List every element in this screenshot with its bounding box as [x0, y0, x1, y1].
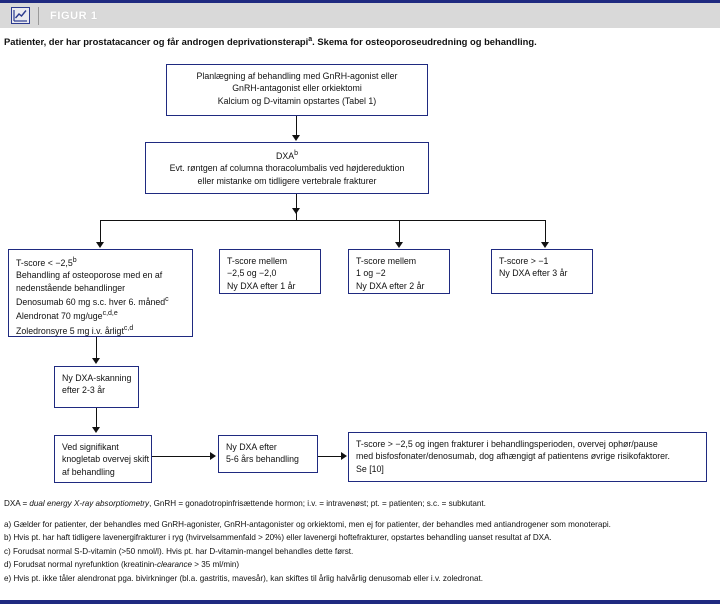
tscore4-line-2: Ny DXA efter 3 år — [499, 268, 568, 279]
flow-box-significant-bone-loss: Ved signifikant knogletab overvej skift … — [54, 435, 152, 483]
connector-newdxa-to-final — [318, 456, 342, 458]
caption-text-after: . Skema for osteoporoseudredning og beha… — [312, 36, 537, 48]
alendronat-text: Alendronat 70 mg/uge — [16, 311, 103, 322]
footnotes: DXA = dual energy X-ray absorptiometry, … — [4, 497, 718, 586]
arrow-rescan-to-significant — [91, 427, 100, 433]
drop-to-tscore3 — [399, 220, 401, 244]
figure-header: FIGUR 1 — [0, 0, 720, 28]
connector-planning-to-dxa — [296, 116, 298, 136]
arrow-to-tscore4 — [541, 242, 549, 248]
arrow-planning-to-dxa — [291, 135, 300, 141]
flow-box-final-recommendation: T-score > −2,5 og ingen frakturer i beha… — [348, 432, 707, 482]
tscore1-superscript: b — [72, 257, 77, 264]
rescan-line-2: efter 2-3 år — [62, 385, 106, 396]
caption-superscript: a — [308, 36, 313, 43]
footnote-e: e) Hvis pt. ikke tåler alendronat pga. b… — [4, 573, 483, 583]
newdxa-line-1: Ny DXA efter — [226, 442, 277, 452]
tscore1-line-2: Behandling af osteoporose med en af — [16, 270, 163, 281]
flow-box-rescan: Ny DXA-skanning efter 2-3 år — [54, 366, 139, 408]
definition-italic: dual energy X-ray absorptiometry — [29, 499, 150, 508]
arrow-significant-to-newdxa — [210, 451, 216, 460]
tscore4-line-1: T-score > −1 — [499, 256, 549, 266]
definition-part-b: , GnRH = gonadotropinfrisættende hormon;… — [149, 499, 486, 508]
line-chart-icon — [11, 7, 30, 24]
footnote-d-italic: clearance — [156, 560, 193, 570]
connector-dxa-down — [296, 194, 298, 220]
significant-line-1: Ved signifikant — [62, 442, 119, 452]
header-divider — [38, 6, 39, 25]
denosumab-superscript: c — [165, 296, 169, 304]
dxa-superscript: b — [294, 150, 298, 157]
tscore1-line-4: Denosumab 60 mg s.c. hver 6. månedc — [16, 294, 185, 308]
tscore1-line-3: nedenstående behandlinger — [16, 282, 126, 293]
final-line-2: med bisfosfonater/denosumab, dog afhængi… — [356, 451, 670, 462]
footnote-d-after: > 35 ml/min) — [192, 560, 240, 570]
tscore1-line-6: Zoledronsyre 5 mg i.v. årligtc,d — [16, 323, 185, 337]
tscore2-line-2: −2,5 og −2,0 — [227, 268, 277, 279]
flow-box-tscore-above-minus-1: T-score > −1 Ny DXA efter 3 år — [491, 249, 593, 294]
flow-box-tscore-2-5-to-2-0: T-score mellem −2,5 og −2,0 Ny DXA efter… — [219, 249, 321, 294]
flow-box-tscore-1-to-2: T-score mellem 1 og −2 Ny DXA efter 2 år — [348, 249, 450, 294]
newdxa-line-2: 5-6 års behandling — [226, 454, 299, 465]
tscore3-line-3: Ny DXA efter 2 år — [356, 280, 425, 291]
zoledronsyre-text: Zoledronsyre 5 mg i.v. årligt — [16, 325, 124, 336]
definition-part-a: DXA = — [4, 499, 30, 508]
denosumab-text: Denosumab 60 mg s.c. hver 6. måned — [16, 297, 166, 308]
rescan-line-1: Ny DXA-skanning — [62, 373, 132, 383]
dxa-line-1: DXAb — [153, 148, 421, 162]
footnote-c: c) Forudsat normal S-D-vitamin (>50 nmol… — [4, 546, 354, 556]
dxa-title: DXA — [276, 150, 295, 161]
footnote-d-before: d) Forudsat normal nyrefunktion (kreatin… — [4, 560, 157, 570]
connector-significant-to-newdxa — [152, 456, 210, 458]
footnote-d: d) Forudsat normal nyrefunktion (kreatin… — [4, 558, 718, 572]
flow-box-new-dxa-after-treatment: Ny DXA efter 5-6 års behandling — [218, 435, 318, 473]
flow-box-tscore-below-2-5: T-score < −2,5b Behandling af osteoporos… — [8, 249, 193, 337]
significant-line-2: knogletab overvej skift — [62, 454, 150, 465]
distributor-bar — [100, 220, 545, 222]
abbreviation-definitions: DXA = dual energy X-ray absorptiometry, … — [4, 497, 718, 511]
dxa-line-2: Evt. røntgen af columna thoracolumbalis … — [169, 163, 405, 174]
arrow-to-tscore3 — [395, 242, 403, 248]
dxa-line-3: eller mistanke om tidligere vertebrale f… — [197, 175, 377, 186]
flow-box-planning: Planlægning af behandling med GnRH-agoni… — [166, 64, 428, 116]
tscore1-line-1: T-score < −2,5b — [16, 255, 185, 269]
alendronat-superscript: c,d,e — [102, 310, 118, 318]
arrow-dxa-down — [291, 208, 300, 214]
tscore3-line-1: T-score mellem — [356, 256, 417, 266]
tscore1-line-5: Alendronat 70 mg/ugec,d,e — [16, 308, 185, 322]
footnote-b: b) Hvis pt. har haft tidligere lavenergi… — [4, 533, 552, 543]
arrow-tscore1-to-rescan — [91, 358, 100, 364]
footnote-a: a) Gælder for patienter, der behandles m… — [4, 519, 611, 529]
tscore3-line-2: 1 og −2 — [356, 268, 386, 279]
planning-line-3: Kalcium og D-vitamin opstartes (Tabel 1) — [217, 95, 377, 106]
planning-line-1: Planlægning af behandling med GnRH-agoni… — [196, 71, 398, 81]
tscore2-line-3: Ny DXA efter 1 år — [227, 280, 296, 291]
drop-to-tscore1 — [100, 220, 102, 244]
final-line-3: Se [10] — [356, 463, 384, 474]
figure-footer-bar — [0, 600, 720, 604]
final-line-1: T-score > −2,5 og ingen frakturer i beha… — [356, 439, 658, 449]
zoledronsyre-superscript: c,d — [123, 324, 134, 332]
figure-caption: Patienter, der har prostatacancer og får… — [4, 34, 716, 48]
connector-rescan-to-significant — [96, 408, 98, 428]
figure-label: FIGUR 1 — [50, 9, 98, 22]
drop-to-tscore4 — [545, 220, 547, 244]
tscore1-value: T-score < −2,5 — [16, 257, 73, 268]
tscore2-line-1: T-score mellem — [227, 256, 288, 266]
arrow-newdxa-to-final — [341, 451, 347, 460]
planning-line-2: GnRH-antagonist eller orkiektomi — [232, 83, 362, 94]
flow-box-dxa: DXAb Evt. røntgen af columna thoracolumb… — [145, 142, 429, 194]
significant-line-3: af behandling — [62, 466, 115, 477]
connector-tscore1-to-rescan — [96, 337, 98, 359]
caption-text-before: Patienter, der har prostatacancer og får… — [4, 36, 309, 48]
arrow-to-tscore1 — [96, 242, 104, 248]
